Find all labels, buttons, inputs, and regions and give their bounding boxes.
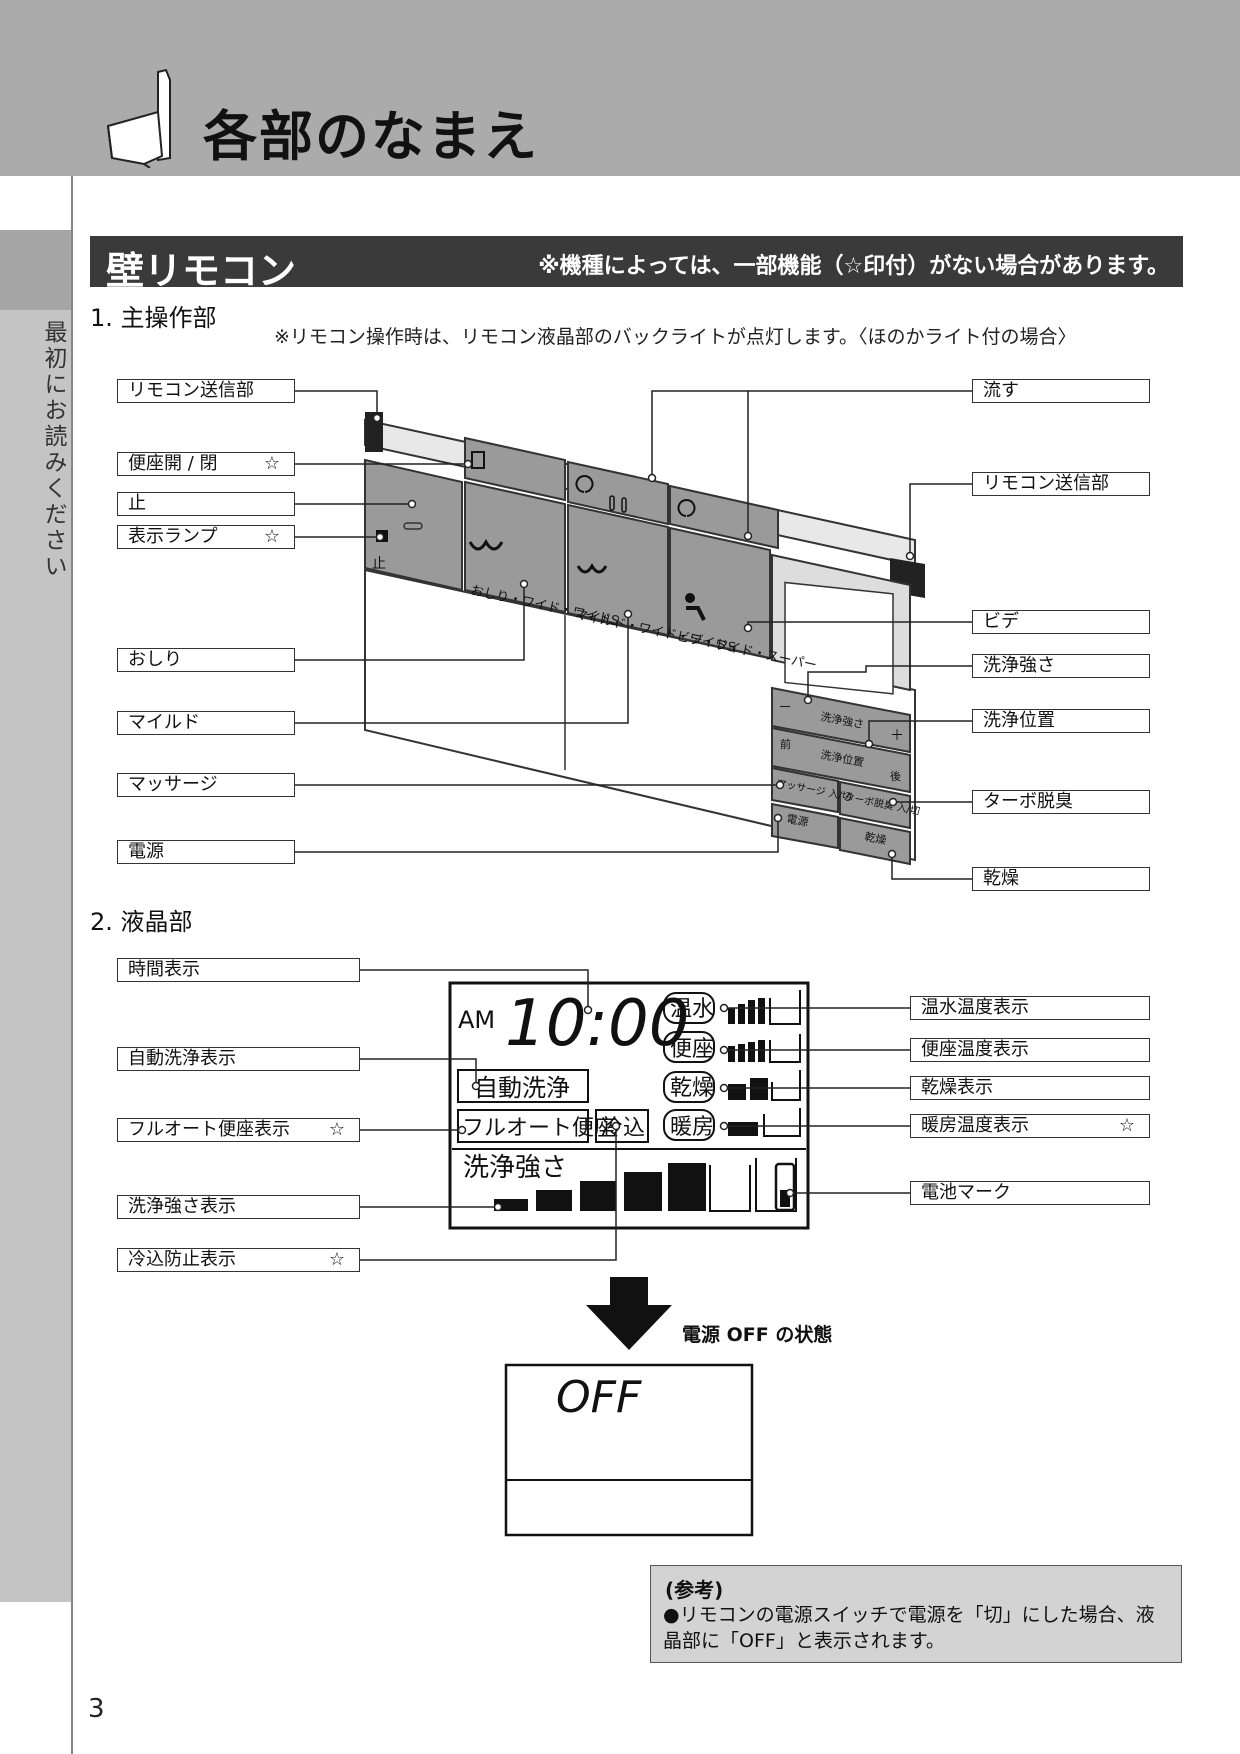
label-stop: 止 <box>117 492 295 516</box>
down-arrow-icon <box>586 1277 672 1350</box>
page-number: 3 <box>88 1694 105 1724</box>
label-massage: マッサージ <box>117 773 295 797</box>
sidebar-tab-marker <box>0 230 71 310</box>
device-power-text: 電源 <box>785 811 809 829</box>
page-title: 各部のなまえ <box>203 105 539 168</box>
off-display-text: OFF <box>556 1372 642 1423</box>
label-turbo-deodorize: ターボ脱臭 <box>972 790 1150 814</box>
label-water-temp-display: 温水温度表示 <box>910 996 1150 1020</box>
off-caption: 電源 OFF の状態 <box>682 1324 833 1346</box>
transmitter-left <box>365 412 383 452</box>
mild-button <box>567 503 669 637</box>
header-band <box>0 0 1240 176</box>
label-seat-temp-display: 便座温度表示 <box>910 1038 1150 1062</box>
lcd-strength: 洗浄強さ <box>463 1153 567 1183</box>
label-heating-temp-display: 暖房温度表示☆ <box>910 1114 1150 1138</box>
massage-button <box>771 766 839 814</box>
toilet-icon <box>106 68 171 168</box>
lcd-strength-bars <box>494 1163 706 1211</box>
label-wash-strength: 洗浄強さ <box>972 654 1150 678</box>
label-indicator-lamp: 表示ランプ☆ <box>117 525 295 549</box>
label-flush: 流す <box>972 379 1150 403</box>
seat-icon <box>471 451 485 469</box>
label-power: 電源 <box>117 840 295 864</box>
oshiri-icon <box>468 538 504 551</box>
off-lcd-panel <box>504 1363 754 1537</box>
power-button <box>771 802 839 850</box>
label-bidet: ビデ <box>972 610 1150 634</box>
flush-large-icon <box>575 475 594 493</box>
lcd-benza: 便座 <box>670 1037 714 1062</box>
part1-note: ※リモコン操作時は、リモコン液晶部のバックライトが点灯します。〈ほのかライト付の… <box>274 326 1077 348</box>
lcd-am: AM <box>458 1006 495 1034</box>
label-dry-display: 乾燥表示 <box>910 1076 1150 1100</box>
oshiri-button <box>464 480 566 614</box>
sidebar-divider <box>71 176 73 1754</box>
lcd-hiekomi: 冷込 <box>601 1116 645 1141</box>
label-transmitter-right: リモコン送信部 <box>972 472 1150 496</box>
flush-small-button <box>669 484 779 550</box>
label-seat-open-close: 便座開 / 閉☆ <box>117 452 295 476</box>
device-stop-text: 止 <box>372 556 386 572</box>
label-full-auto-display: フルオート便座表示☆ <box>117 1118 360 1142</box>
part1-heading: 1. 主操作部 <box>90 304 217 332</box>
stop-button <box>364 458 463 592</box>
reference-text: ●リモコンの電源スイッチで電源を「切」にした場合、液晶部に「OFF」と表示されま… <box>663 1604 1155 1652</box>
label-transmitter-left: リモコン送信部 <box>117 379 295 403</box>
lcd-full-auto: フルオート便座 <box>462 1116 616 1141</box>
label-dry: 乾燥 <box>972 867 1150 891</box>
lcd-time: 10:00 <box>505 987 689 1061</box>
part2-heading: 2. 液晶部 <box>90 908 193 936</box>
lcd-onsui: 温水 <box>670 997 714 1022</box>
sidebar-text: 最初にお読みください <box>40 320 66 580</box>
section-bar: 壁リモコン ※機種によっては、一部機能（☆印付）がない場合があります。 <box>90 236 1183 293</box>
lcd-danbo: 暖房 <box>670 1115 714 1140</box>
position-buttons <box>771 726 911 794</box>
section-note: ※機種によっては、一部機能（☆印付）がない場合があります。 <box>538 254 1169 279</box>
lcd-auto-wash: 自動洗浄 <box>474 1074 570 1102</box>
mini-lcd <box>784 581 894 695</box>
flush-large-button <box>567 460 669 526</box>
bidet-icon <box>685 593 695 603</box>
device-dry-text: 乾燥 <box>863 830 887 847</box>
turbo-button <box>839 780 911 830</box>
flush-small-icon <box>677 499 696 517</box>
device-back-text: 後 <box>890 769 901 783</box>
strength-buttons <box>771 686 911 754</box>
label-hiekomi-display: 冷込防止表示☆ <box>117 1248 360 1272</box>
lcd-kanso: 乾燥 <box>670 1076 714 1101</box>
device-minus-text: － <box>778 700 792 716</box>
sidebar-tab <box>0 230 71 1602</box>
device-plus-text: ＋ <box>890 728 904 744</box>
mild-icon <box>576 563 608 574</box>
label-strength-display: 洗浄強さ表示 <box>117 1195 360 1219</box>
label-auto-wash-display: 自動洗浄表示 <box>117 1047 360 1071</box>
label-time-display: 時間表示 <box>117 958 360 982</box>
reference-box: (参考) ●リモコンの電源スイッチで電源を「切」にした場合、液晶部に「OFF」と… <box>650 1565 1182 1663</box>
label-mild: マイルド <box>117 711 295 735</box>
device-front-text: 前 <box>780 737 791 751</box>
label-oshiri: おしり <box>117 648 295 672</box>
lcd-battery-icon <box>774 1162 796 1212</box>
label-wash-position: 洗浄位置 <box>972 709 1150 733</box>
label-battery-mark: 電池マーク <box>910 1181 1150 1205</box>
section-title: 壁リモコン <box>106 249 297 293</box>
reference-title: (参考) <box>665 1578 724 1602</box>
